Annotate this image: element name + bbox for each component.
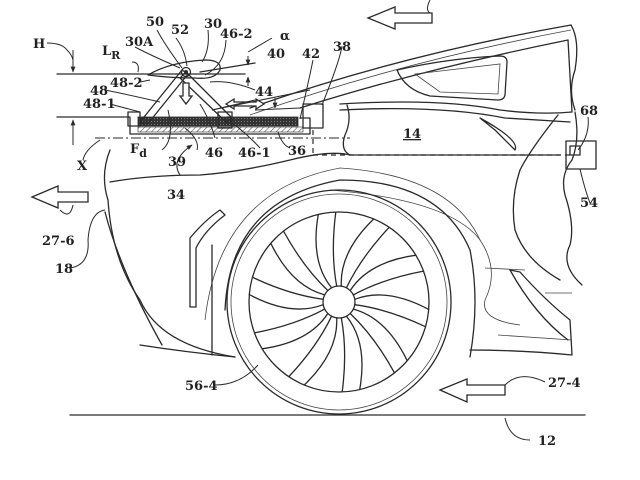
wheel-spoke <box>340 218 375 287</box>
wheel-spoke <box>352 308 408 362</box>
label-X: X <box>77 159 88 174</box>
label-36: 36 <box>288 144 306 159</box>
label-50: 50 <box>146 15 164 30</box>
quarter-window <box>396 55 508 101</box>
wheel-spoke <box>248 293 324 310</box>
label-48: 48 <box>90 84 108 99</box>
label-38: 38 <box>333 40 351 55</box>
label-40: 40 <box>267 47 285 62</box>
wheel-spoke <box>282 230 329 292</box>
wheel-arch <box>224 179 476 358</box>
wheel-spoke <box>303 317 338 386</box>
wheel-hub <box>322 285 356 319</box>
label-27-4: 27-4 <box>548 376 581 391</box>
label-Fd: Fd <box>130 142 147 160</box>
body-cutline <box>109 152 351 183</box>
label-48-2: 48-2 <box>110 76 143 91</box>
wheel-spoke <box>270 242 326 296</box>
wing-airfoil <box>147 59 221 79</box>
label-46-1: 46-1 <box>238 146 271 161</box>
wheel-spoke <box>345 315 363 391</box>
label-LR: LR <box>102 44 121 62</box>
double-headed-arrow <box>224 97 266 111</box>
wheel-spoke <box>315 213 333 289</box>
label-30A: 30A <box>125 35 154 50</box>
label-48-1: 48-1 <box>83 97 116 112</box>
base-36 <box>137 126 304 133</box>
airflow-arrow-front <box>30 185 89 209</box>
front-fender <box>103 149 236 358</box>
label-14: 14 <box>403 127 421 142</box>
downforce-arrow <box>178 82 194 106</box>
label-34: 34 <box>167 188 185 203</box>
label-46: 46 <box>205 146 223 161</box>
wheel-spoke <box>349 312 396 374</box>
label-46-2: 46-2 <box>220 27 253 42</box>
label-68: 68 <box>580 104 598 119</box>
label-12: 12 <box>538 434 556 449</box>
pivot-52 <box>180 66 192 78</box>
beltline <box>339 101 573 114</box>
airflow-arrow-top <box>366 6 433 30</box>
wheel-spoke <box>340 317 346 393</box>
wheel-spoke <box>354 304 427 328</box>
label-52: 52 <box>171 23 189 38</box>
rear-wheel <box>226 189 452 415</box>
label-39: 39 <box>168 155 186 170</box>
wheel-spoke <box>288 315 333 378</box>
wheel-spoke <box>345 226 390 289</box>
label-27-6: 27-6 <box>42 234 75 249</box>
label-30: 30 <box>204 17 222 32</box>
wheel-spoke <box>251 276 324 300</box>
wheel-spoke <box>253 308 326 334</box>
wheel-spoke <box>354 294 430 311</box>
wheel-spoke <box>352 270 425 296</box>
label-alpha: α <box>280 29 290 44</box>
leader-lines <box>46 0 591 441</box>
label-44: 44 <box>255 85 273 100</box>
wheel-spoke <box>349 254 417 292</box>
label-18: 18 <box>55 262 73 277</box>
label-56-4: 56-4 <box>185 379 218 394</box>
label-42: 42 <box>302 47 320 62</box>
label-54: 54 <box>580 196 598 211</box>
label-H: H <box>33 37 45 52</box>
wing-assembly <box>56 50 570 176</box>
wheel-spoke <box>261 312 329 350</box>
airflow-arrow-ground <box>438 378 506 404</box>
wheel-spoke <box>332 211 338 287</box>
controller-54 <box>565 140 597 170</box>
actuator-38 <box>302 103 324 129</box>
processor-68 <box>569 145 581 156</box>
